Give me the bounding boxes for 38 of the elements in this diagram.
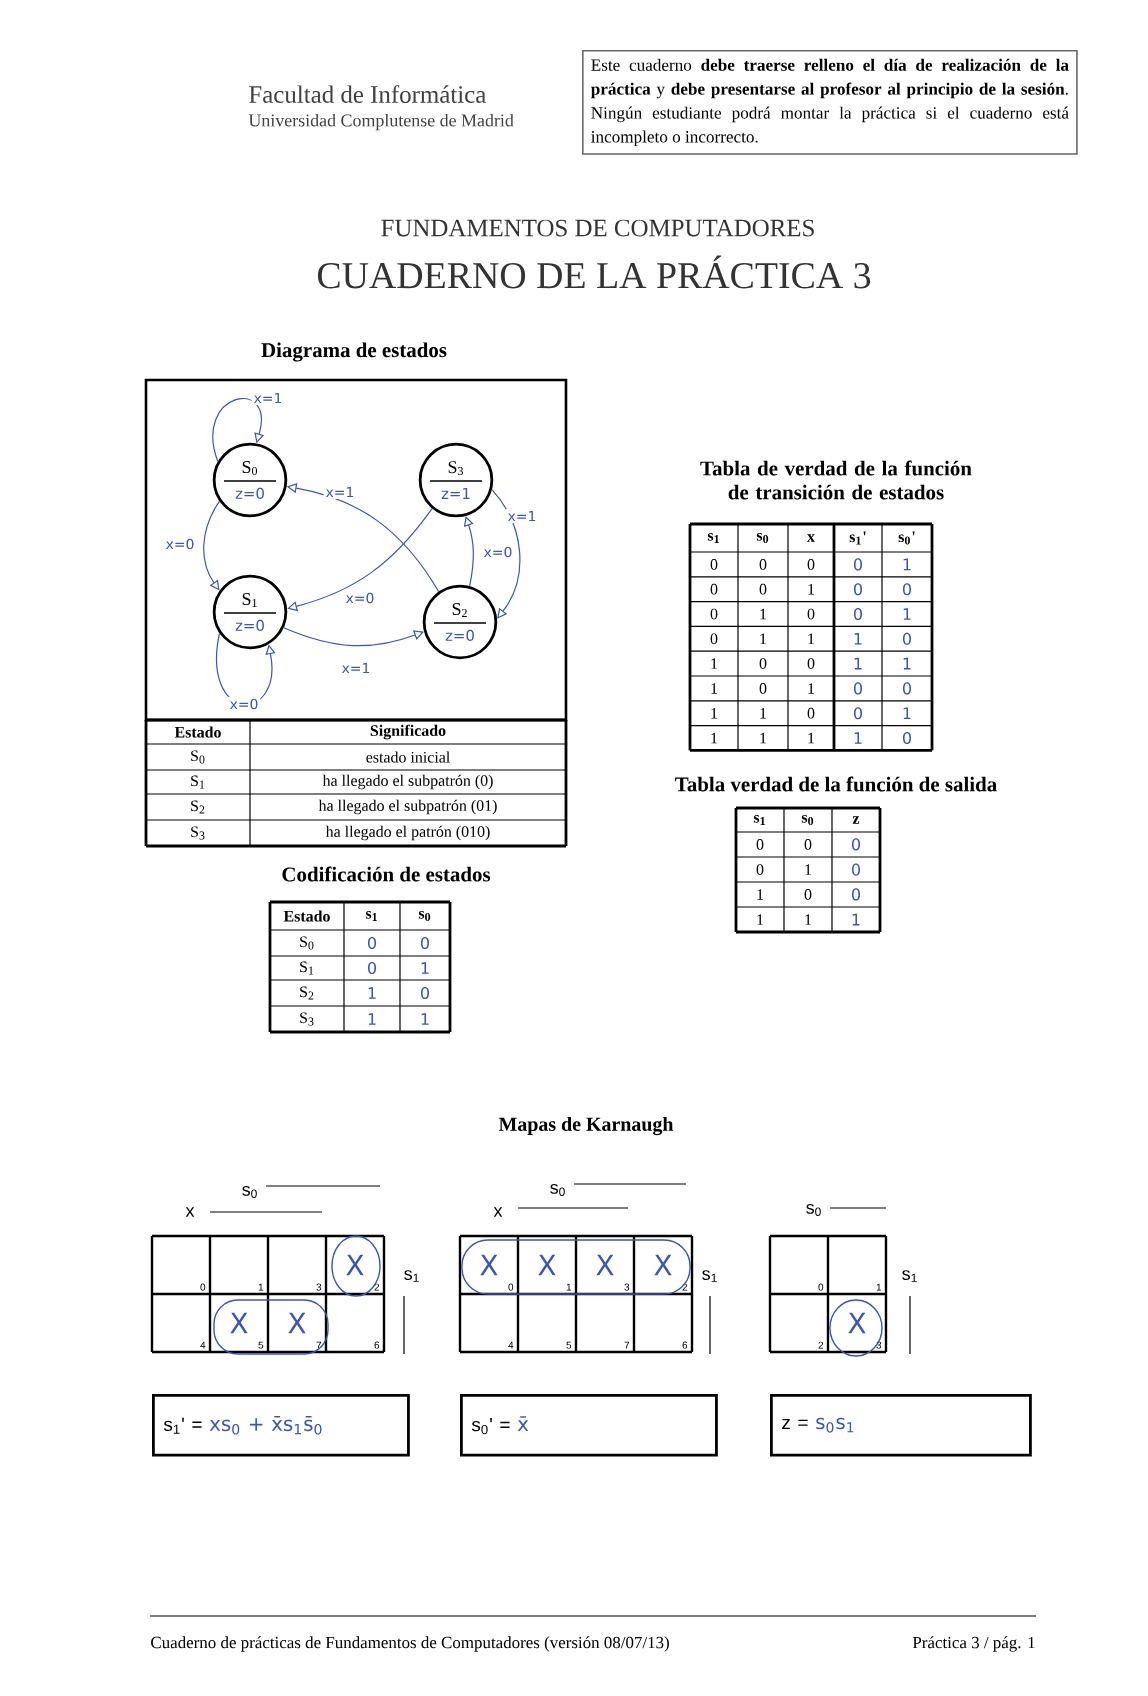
equation-box: s$_{1}$' = xs$_{0}$ + x̄s$_{1}$s̄$_{0}$ [152,1394,410,1457]
cross-mark: X [288,1312,306,1334]
variable-label: s$_{0}$ [550,1184,565,1196]
variable-label: s$_{0}$ [242,1186,257,1198]
arrow [203,500,221,591]
page-number: Práctica 3 / pág. 1 [912,1636,1035,1652]
faculty-name: Facultad de Informática [249,85,486,103]
cross-mark: X [538,1254,556,1276]
equation-box: z = s$_{0}$s$_{1}$ [770,1394,1032,1457]
section-heading: Tabla verdad de la función de salida [675,776,997,792]
variable-label: s$_{1}$ [702,1270,717,1282]
cross-mark: X [596,1254,614,1276]
notice-box: Este cuaderno debe traerse relleno el día de realización de la práctica y debe presentarse al profesor al principio de la sesión. Ningún estudiante podrá montar la práctica si el cuaderno está incompleto o incorrecto. [582,50,1078,155]
cross-mark: X [346,1254,364,1276]
equation-box: s$_{0}$' = x̄ [460,1394,718,1457]
cross-mark: X [480,1254,498,1276]
arrow [216,632,276,705]
section-heading: Tabla de verdad de la función de transición de estados [700,460,972,500]
variable-label: s$_{0}$ [806,1204,821,1216]
cross-mark: X [230,1312,248,1334]
variable-label: x [185,1207,195,1217]
arrow [491,489,521,619]
arrow [463,516,474,587]
arrow [283,627,424,647]
arrow [287,507,433,612]
arrow [212,397,265,462]
cross-mark: X [848,1312,866,1334]
section-heading: Diagrama de estados [261,342,447,362]
footer-text: Cuaderno de prácticas de Fundamentos de Computadores (versión 08/07/13) [151,1636,669,1652]
course-title: FUNDAMENTOS DE COMPUTADORES [381,219,814,237]
section-heading: Codificación de estados [282,866,491,882]
cross-mark: X [654,1254,672,1276]
variable-label: s$_{1}$ [902,1270,917,1282]
notebook-title: CUADERNO DE LA PRÁCTICA 3 [317,255,871,289]
section-heading: Mapas de Karnaugh [498,1116,674,1136]
variable-label: s$_{1}$ [404,1270,419,1282]
university-name: Universidad Complutense de Madrid [248,113,514,131]
variable-label: x [493,1207,503,1217]
